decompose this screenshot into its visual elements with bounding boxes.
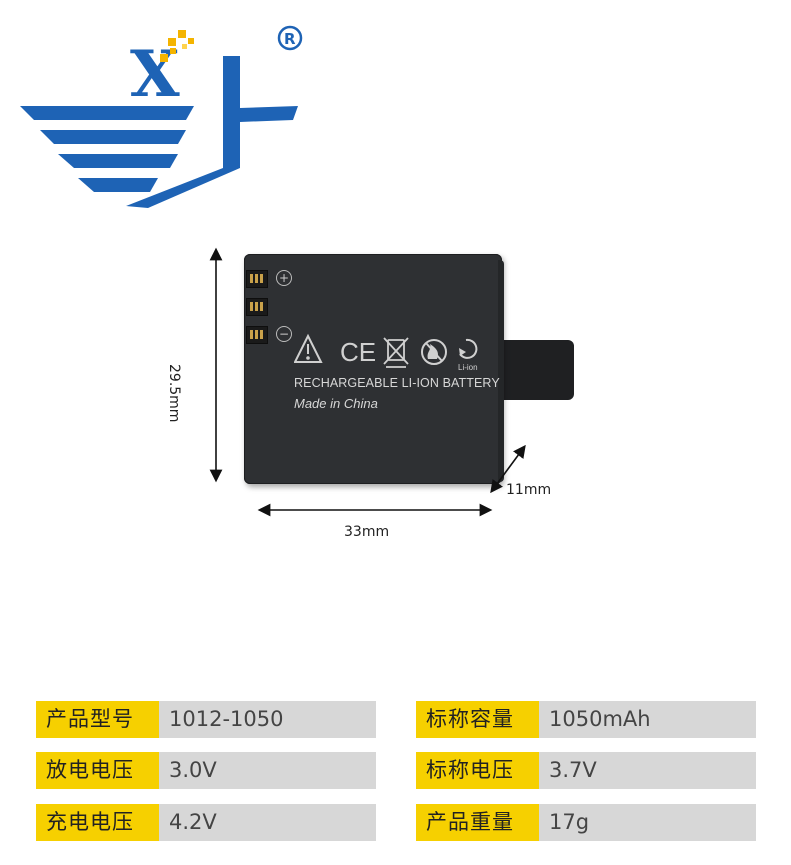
- spec-label: 标称容量: [416, 701, 539, 738]
- battery-contact: [246, 298, 268, 316]
- logo-stripe: [20, 106, 194, 120]
- spec-label: 放电电压: [36, 752, 159, 789]
- recycle-caption: Li-ion: [458, 363, 478, 372]
- plus-pole-icon: +: [276, 270, 292, 286]
- logo-star-arm: [223, 56, 240, 168]
- ce-mark-icon: CE: [340, 337, 376, 367]
- svg-text:R: R: [284, 30, 296, 48]
- width-dimension-label: 33mm: [344, 524, 390, 540]
- spec-label: 产品重量: [416, 804, 539, 841]
- spec-label: 产品型号: [36, 701, 159, 738]
- recycle-li-ion-icon: [459, 338, 478, 359]
- battery-label-text: RECHARGEABLE LI-ION BATTERY: [294, 376, 500, 390]
- spec-row-model: 产品型号 1012-1050: [36, 701, 376, 738]
- logo-stripe: [78, 178, 158, 192]
- spec-value: 4.2V: [159, 804, 376, 841]
- registered-icon: [277, 25, 303, 51]
- depth-dimension-label: 11mm: [506, 482, 552, 498]
- no-fire-icon: [421, 339, 447, 365]
- battery-figure: + − CE Li-ion RECHARGEABLE LI-ION BATTER…: [166, 240, 600, 560]
- battery-contact: [246, 326, 268, 344]
- spec-label: 充电电压: [36, 804, 159, 841]
- spec-row-capacity: 标称容量 1050mAh: [416, 701, 756, 738]
- spec-value: 1012-1050: [159, 701, 376, 738]
- spec-value: 17g: [539, 804, 756, 841]
- spec-row-charge-voltage: 充电电压 4.2V: [36, 804, 376, 841]
- spec-value: 3.7V: [539, 752, 756, 789]
- spec-row-nominal-voltage: 标称电压 3.7V: [416, 752, 756, 789]
- height-dimension-label: 29.5mm: [166, 364, 182, 423]
- weee-bin-icon: [383, 337, 409, 368]
- battery-body: [244, 254, 502, 484]
- dimension-arrows: [209, 247, 526, 517]
- certification-marks: CE Li-ion: [294, 333, 478, 372]
- spec-value: 3.0V: [159, 752, 376, 789]
- spec-label: 标称电压: [416, 752, 539, 789]
- logo-stripe: [58, 154, 178, 168]
- depth-arrow: [490, 444, 526, 494]
- brand-logo: X R: [20, 25, 303, 208]
- minus-pole-icon: −: [276, 326, 292, 342]
- spec-row-weight: 产品重量 17g: [416, 804, 756, 841]
- warning-triangle-icon: [294, 333, 323, 363]
- battery-contact: [246, 270, 268, 288]
- battery-side-edge: [498, 260, 504, 482]
- battery-pull-tab: [504, 340, 574, 400]
- logo-stripe: [40, 130, 186, 144]
- battery-origin-text: Made in China: [294, 396, 378, 411]
- spec-row-discharge-voltage: 放电电压 3.0V: [36, 752, 376, 789]
- logo-star-arm: [240, 106, 298, 122]
- spec-value: 1050mAh: [539, 701, 756, 738]
- logo-star-arm: [126, 168, 240, 208]
